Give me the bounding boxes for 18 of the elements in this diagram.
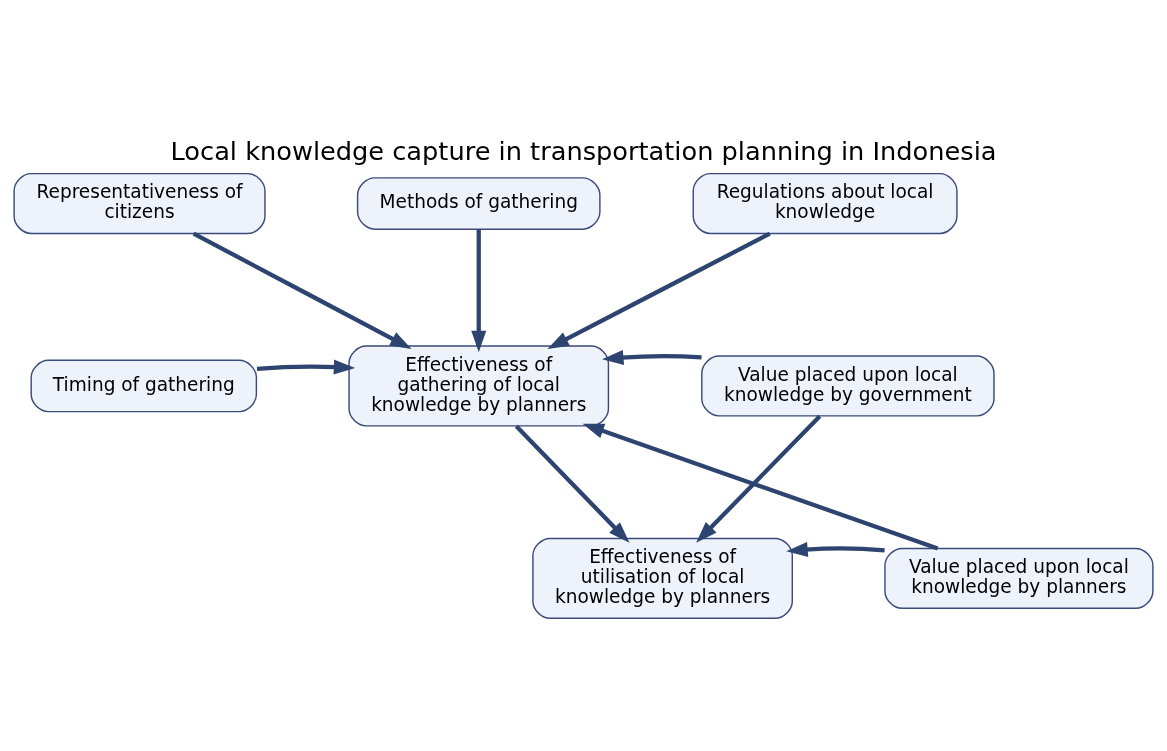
arrow	[786, 541, 885, 557]
node-box: Effectiveness of gathering of local knowledge by planners	[348, 344, 610, 427]
node-box: Timing of gathering	[30, 359, 258, 412]
node-box: Value placed upon local knowledge by planners	[884, 547, 1154, 609]
node-box: Representativeness of citizens	[13, 172, 266, 234]
arrow	[696, 414, 822, 543]
node-box: Effectiveness of utilisation of local knowledge by planners	[532, 537, 793, 619]
arrow	[192, 231, 412, 349]
arrow	[602, 349, 702, 365]
arrow	[547, 231, 771, 349]
arrow	[514, 424, 630, 543]
arrow	[582, 423, 939, 550]
node-box: Methods of gathering	[356, 176, 601, 230]
arrow	[256, 359, 356, 375]
node-box: Value placed upon local knowledge by government	[701, 354, 995, 417]
diagram-title: Local knowledge capture in transportation planning in Indonesia	[170, 135, 997, 166]
arrow	[471, 229, 487, 352]
node-box: Regulations about local knowledge	[692, 172, 958, 234]
